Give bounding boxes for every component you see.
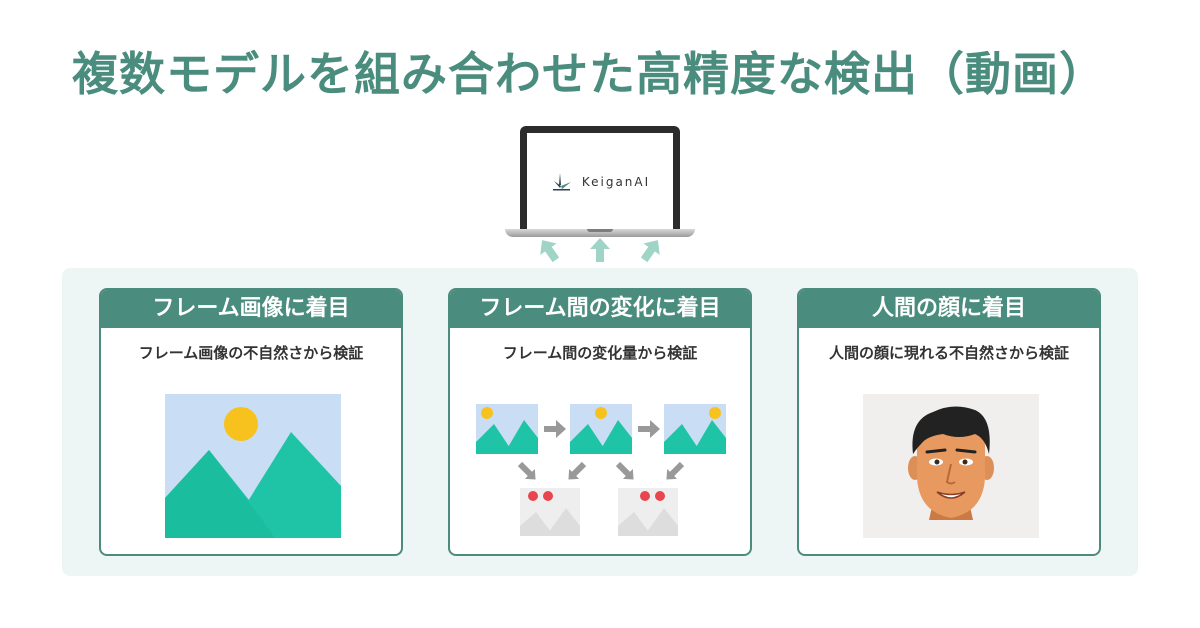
laptop-notch [587,229,613,232]
arrow-up-left-icon [540,240,560,263]
card-heading: フレーム間の変化に着目 [450,290,750,328]
card-description: 人間の顔に現れる不自然さから検証 [828,344,1069,362]
frame-icon [664,404,726,454]
landscape-image-icon [165,394,341,538]
page-title: 複数モデルを組み合わせた高精度な検出（動画） [72,47,1106,101]
card-frame-difference: フレーム間の変化に着目 フレーム間の変化量から検証 [448,288,752,556]
card-heading: 人間の顔に着目 [799,290,1099,328]
frame-icon [570,404,632,454]
frame-icon [476,404,538,454]
keigan-logo-icon [552,172,571,190]
frame-difference-diagram [476,404,726,536]
card-human-face: 人間の顔に着目 人間の顔に現れる不自然さから検証 [797,288,1101,556]
difference-frame-icon [618,488,678,536]
arrow-up-icon [590,238,610,262]
laptop-illustration: KeiganAI [505,126,695,238]
card-heading: フレーム画像に着目 [101,290,401,328]
brand-name: KeiganAI [581,174,651,189]
face-illustration [863,394,1039,538]
laptop-display: KeiganAI [527,133,673,230]
laptop-base [505,229,695,237]
arrow-up-right-icon [640,240,660,263]
laptop-screen: KeiganAI [520,126,680,230]
card-frame-image: フレーム画像に着目 フレーム画像の不自然さから検証 [99,288,403,556]
card-description: フレーム間の変化量から検証 [502,344,698,362]
difference-frame-icon [520,488,580,536]
card-description: フレーム画像の不自然さから検証 [138,344,364,362]
